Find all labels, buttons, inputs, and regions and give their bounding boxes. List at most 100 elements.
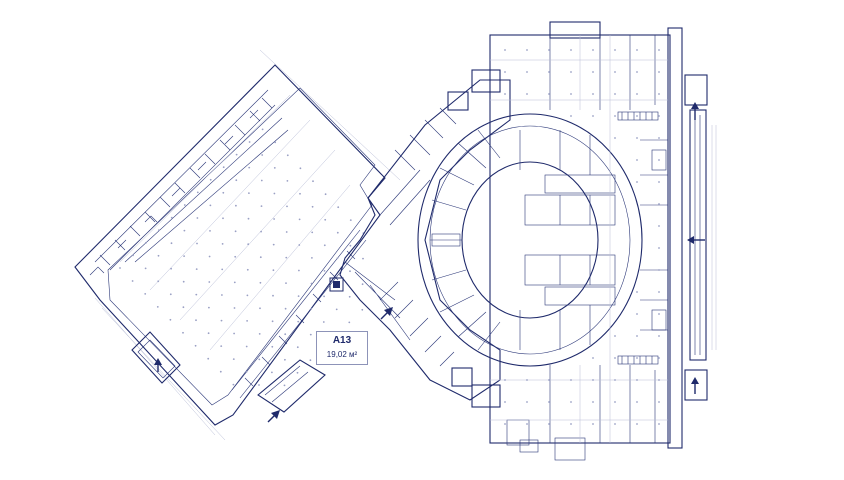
column-dot bbox=[570, 49, 572, 51]
column-dot bbox=[260, 179, 263, 182]
column-dot bbox=[323, 295, 325, 298]
column-dot bbox=[235, 153, 238, 156]
column-dot bbox=[145, 241, 147, 244]
column-dot bbox=[248, 166, 251, 169]
column-dot bbox=[220, 345, 223, 347]
column-dot bbox=[592, 49, 594, 51]
column-dot bbox=[614, 115, 616, 117]
column-dot bbox=[548, 71, 550, 73]
column-dot bbox=[144, 293, 147, 295]
column-dot bbox=[273, 218, 275, 220]
column-dot bbox=[245, 345, 248, 348]
column-dot bbox=[196, 191, 199, 194]
column-dot bbox=[636, 93, 638, 95]
column-dot bbox=[636, 159, 638, 161]
column-dot bbox=[348, 295, 351, 298]
entrance-arrow-east-middle[interactable] bbox=[687, 236, 705, 244]
column-dot bbox=[309, 333, 312, 336]
unit-a13-marker[interactable] bbox=[333, 281, 340, 288]
column-dot bbox=[548, 401, 550, 403]
column-dot bbox=[157, 280, 160, 283]
column-dot bbox=[592, 423, 594, 425]
column-dot bbox=[592, 401, 594, 403]
column-dot bbox=[260, 205, 263, 208]
entrance-arrows bbox=[154, 102, 705, 423]
column-dot bbox=[272, 294, 274, 297]
column-dot bbox=[196, 242, 198, 245]
column-dot bbox=[235, 179, 238, 182]
column-dot bbox=[196, 217, 199, 219]
column-dot bbox=[335, 308, 338, 311]
column-dot bbox=[526, 49, 528, 51]
column-dot bbox=[658, 379, 660, 381]
column-dot bbox=[271, 371, 273, 374]
column-dot bbox=[234, 255, 237, 258]
column-dot bbox=[658, 225, 660, 227]
column-dot bbox=[261, 154, 264, 156]
entrance-arrow-east-top[interactable] bbox=[691, 102, 699, 120]
column-dot bbox=[526, 423, 528, 425]
column-dot bbox=[246, 320, 249, 322]
column-dot bbox=[570, 401, 572, 403]
column-dot bbox=[658, 247, 660, 249]
column-dot bbox=[274, 141, 277, 144]
column-dot bbox=[209, 204, 212, 207]
column-dot bbox=[658, 71, 660, 73]
entrance-arrow-southwest[interactable] bbox=[154, 358, 162, 372]
column-dot bbox=[208, 281, 211, 283]
column-dot bbox=[285, 256, 288, 259]
column-dot bbox=[658, 181, 660, 183]
column-dot bbox=[296, 346, 299, 349]
column-dot bbox=[592, 379, 594, 381]
entrance-arrow-south-right[interactable] bbox=[380, 307, 393, 320]
column-dot bbox=[209, 230, 211, 232]
column-dot bbox=[183, 255, 186, 257]
unit-code-label: A13 bbox=[332, 335, 352, 346]
column-dot bbox=[258, 333, 261, 335]
column-dot bbox=[156, 306, 159, 308]
column-dot bbox=[194, 344, 197, 347]
column-dot bbox=[636, 137, 638, 139]
column-dot bbox=[592, 115, 594, 117]
column-dot bbox=[658, 203, 660, 205]
column-dot bbox=[548, 379, 550, 381]
column-dot bbox=[220, 319, 223, 322]
column-dot bbox=[658, 269, 660, 271]
column-dot bbox=[658, 401, 660, 403]
column-dot bbox=[131, 280, 134, 282]
entrance-arrow-east-bottom[interactable] bbox=[691, 377, 699, 394]
column-dot bbox=[362, 257, 364, 260]
column-dot bbox=[286, 205, 288, 208]
column-dot bbox=[222, 166, 225, 169]
column-dot bbox=[221, 294, 223, 296]
column-dot bbox=[323, 244, 326, 247]
column-dot bbox=[272, 243, 275, 246]
column-dot bbox=[636, 291, 638, 293]
column-dot bbox=[548, 49, 550, 51]
column-dot bbox=[298, 269, 300, 272]
entrance-arrow-south-left[interactable] bbox=[267, 410, 280, 423]
column-dot bbox=[182, 280, 185, 283]
column-dot bbox=[246, 268, 249, 271]
column-dot bbox=[132, 254, 134, 257]
column-dot bbox=[658, 137, 660, 139]
column-dot bbox=[658, 159, 660, 161]
column-dot bbox=[296, 371, 299, 374]
column-dot bbox=[504, 379, 506, 381]
column-dot bbox=[311, 205, 314, 208]
column-dot bbox=[195, 293, 198, 296]
column-dot bbox=[337, 206, 340, 209]
column-dot bbox=[349, 270, 351, 273]
column-dot bbox=[221, 268, 224, 271]
column-dot bbox=[157, 254, 160, 257]
column-dot bbox=[259, 307, 261, 310]
column-dot bbox=[207, 357, 210, 360]
unit-info-card[interactable]: A13 19,02 м² bbox=[316, 331, 368, 365]
column-dot bbox=[336, 231, 339, 234]
column-dot bbox=[258, 358, 261, 361]
column-dot bbox=[247, 217, 250, 220]
column-dot bbox=[170, 216, 173, 219]
column-dot bbox=[232, 358, 235, 360]
column-dot bbox=[504, 49, 506, 51]
